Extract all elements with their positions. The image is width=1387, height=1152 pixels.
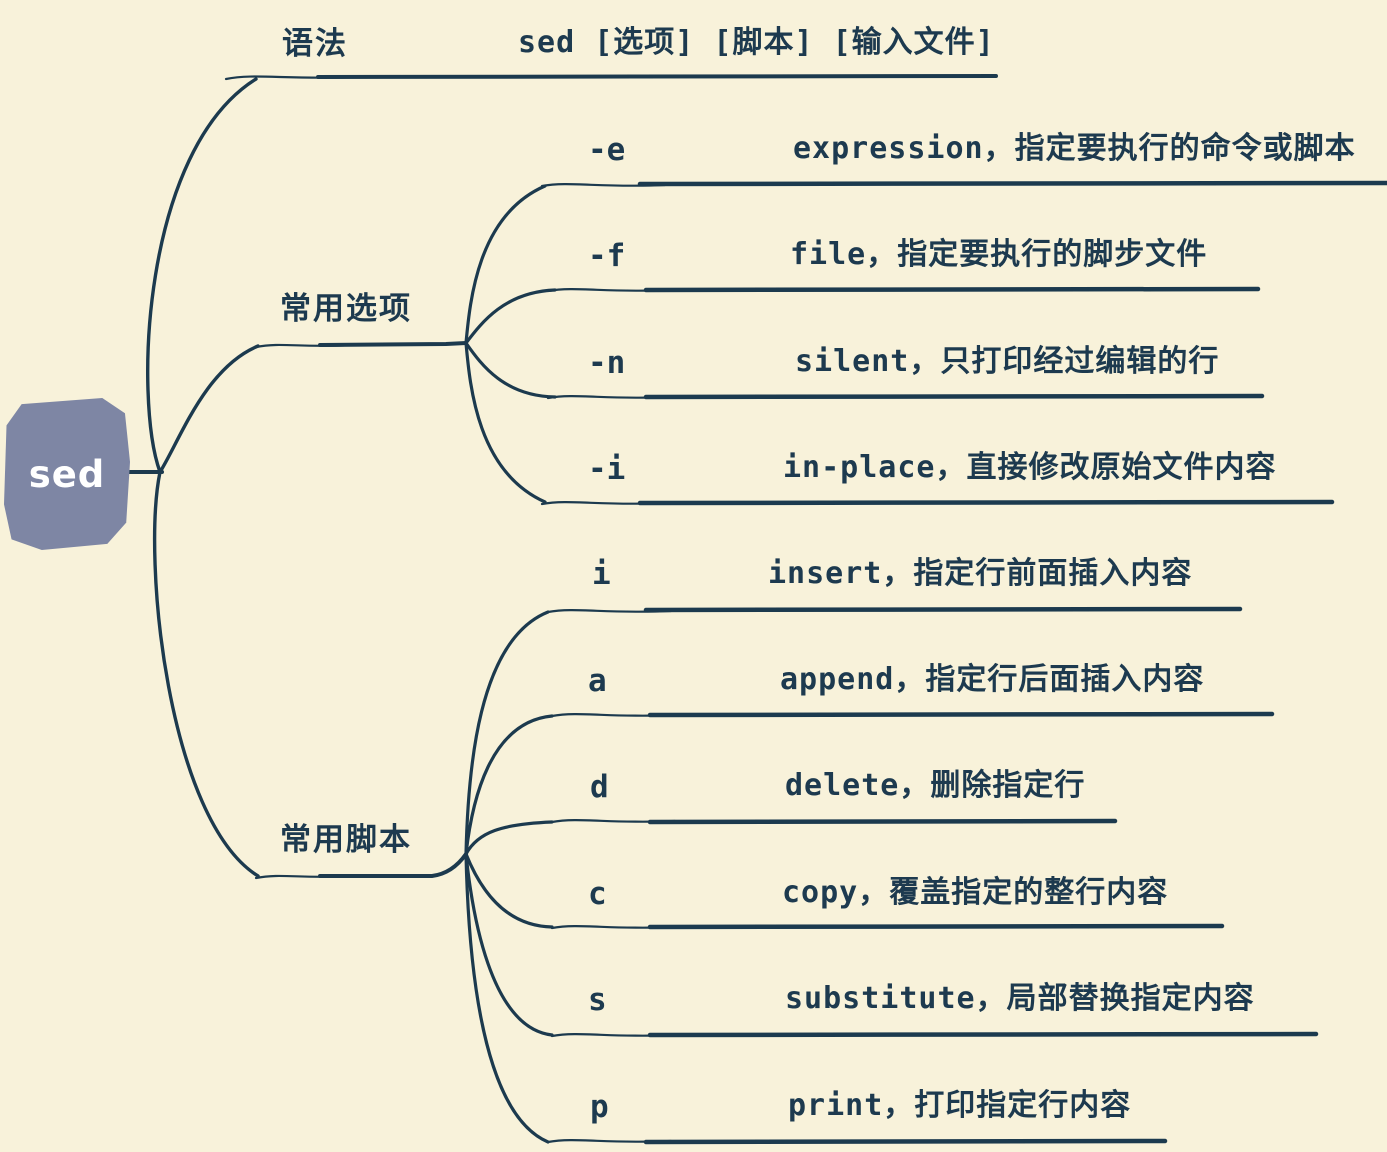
- script-flag-p[interactable]: p: [590, 1089, 609, 1125]
- branch-label-options[interactable]: 常用选项: [280, 291, 412, 327]
- option-flag-e[interactable]: -e: [588, 132, 626, 168]
- edge-scripts-a: [464, 714, 554, 856]
- script-desc-s[interactable]: substitute，局部替换指定内容: [785, 981, 1255, 1016]
- script-desc-a[interactable]: append，指定行后面插入内容: [780, 662, 1205, 697]
- root-node-label: sed: [28, 452, 106, 496]
- edge-root-scripts: [152, 470, 260, 878]
- edge-options-e: [464, 184, 547, 345]
- edge-root-options: [158, 344, 260, 474]
- script-desc-p[interactable]: print，打印指定行内容: [788, 1088, 1132, 1123]
- script-flag-a[interactable]: a: [588, 663, 607, 699]
- edge-root-syntax: [146, 77, 258, 474]
- edge-options-f: [464, 288, 557, 345]
- option-flag-n[interactable]: -n: [588, 345, 626, 381]
- branch-label-scripts[interactable]: 常用脚本: [280, 822, 412, 858]
- option-desc-f[interactable]: file，指定要执行的脚步文件: [790, 237, 1208, 272]
- edge-options-n: [464, 341, 557, 399]
- script-flag-c[interactable]: c: [588, 876, 607, 912]
- script-flag-i[interactable]: i: [592, 556, 611, 592]
- script-flag-s[interactable]: s: [588, 982, 607, 1018]
- script-desc-c[interactable]: copy，覆盖指定的整行内容: [782, 875, 1169, 910]
- option-flag-i[interactable]: -i: [588, 451, 626, 487]
- edge-scripts-i: [464, 610, 550, 856]
- edge-options-i: [464, 341, 547, 504]
- edge-scripts-s: [464, 852, 554, 1037]
- edge-scripts-d: [464, 820, 554, 856]
- edge-scripts-p: [464, 852, 550, 1144]
- script-desc-d[interactable]: delete，删除指定行: [785, 768, 1086, 803]
- branch-label-syntax[interactable]: 语法: [282, 26, 348, 62]
- option-desc-e[interactable]: expression，指定要执行的命令或脚本: [793, 131, 1356, 166]
- script-flag-d[interactable]: d: [590, 769, 609, 805]
- root-node-sed[interactable]: sed: [4, 398, 130, 550]
- syntax-value[interactable]: sed [选项] [脚本] [输入文件]: [518, 25, 995, 60]
- edge-scripts-c: [464, 852, 554, 929]
- option-desc-n[interactable]: silent，只打印经过编辑的行: [795, 344, 1220, 379]
- option-flag-f[interactable]: -f: [588, 238, 626, 274]
- option-desc-i[interactable]: in-place，直接修改原始文件内容: [783, 450, 1277, 485]
- script-desc-i[interactable]: insert，指定行前面插入内容: [768, 556, 1193, 591]
